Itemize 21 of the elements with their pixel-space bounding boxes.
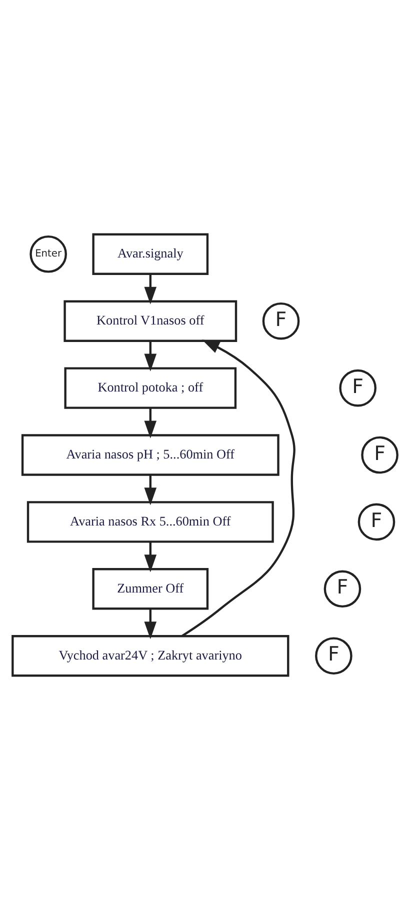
- arrow: [144, 407, 157, 438]
- node-box: Vychod avar24V ; Zakryt avariyno: [12, 634, 290, 676]
- arrow: [144, 340, 157, 371]
- arrow: [144, 541, 157, 572]
- node-circle: Enter: [30, 234, 67, 272]
- node-circle: F: [361, 436, 398, 474]
- node-box: Avar.signaly: [92, 232, 209, 274]
- node-circle: F: [358, 502, 396, 540]
- node-circle: F: [262, 302, 300, 340]
- node-box: Avaria nasos pH ; 5...60min Off: [21, 434, 280, 476]
- arrow: [144, 474, 157, 505]
- node-circle: F: [315, 636, 352, 674]
- node-circle: F: [339, 368, 376, 406]
- arrow: [182, 339, 296, 636]
- node-box: Kontrol V1nasos off: [64, 300, 238, 342]
- node-box: Kontrol potoka ; off: [64, 366, 237, 408]
- node-box: Zummer Off: [92, 568, 209, 610]
- arrow: [144, 608, 157, 639]
- node-box: Avaria nasos Rx 5...60min Off: [26, 500, 274, 542]
- node-circle: F: [324, 570, 362, 608]
- arrow: [144, 273, 157, 304]
